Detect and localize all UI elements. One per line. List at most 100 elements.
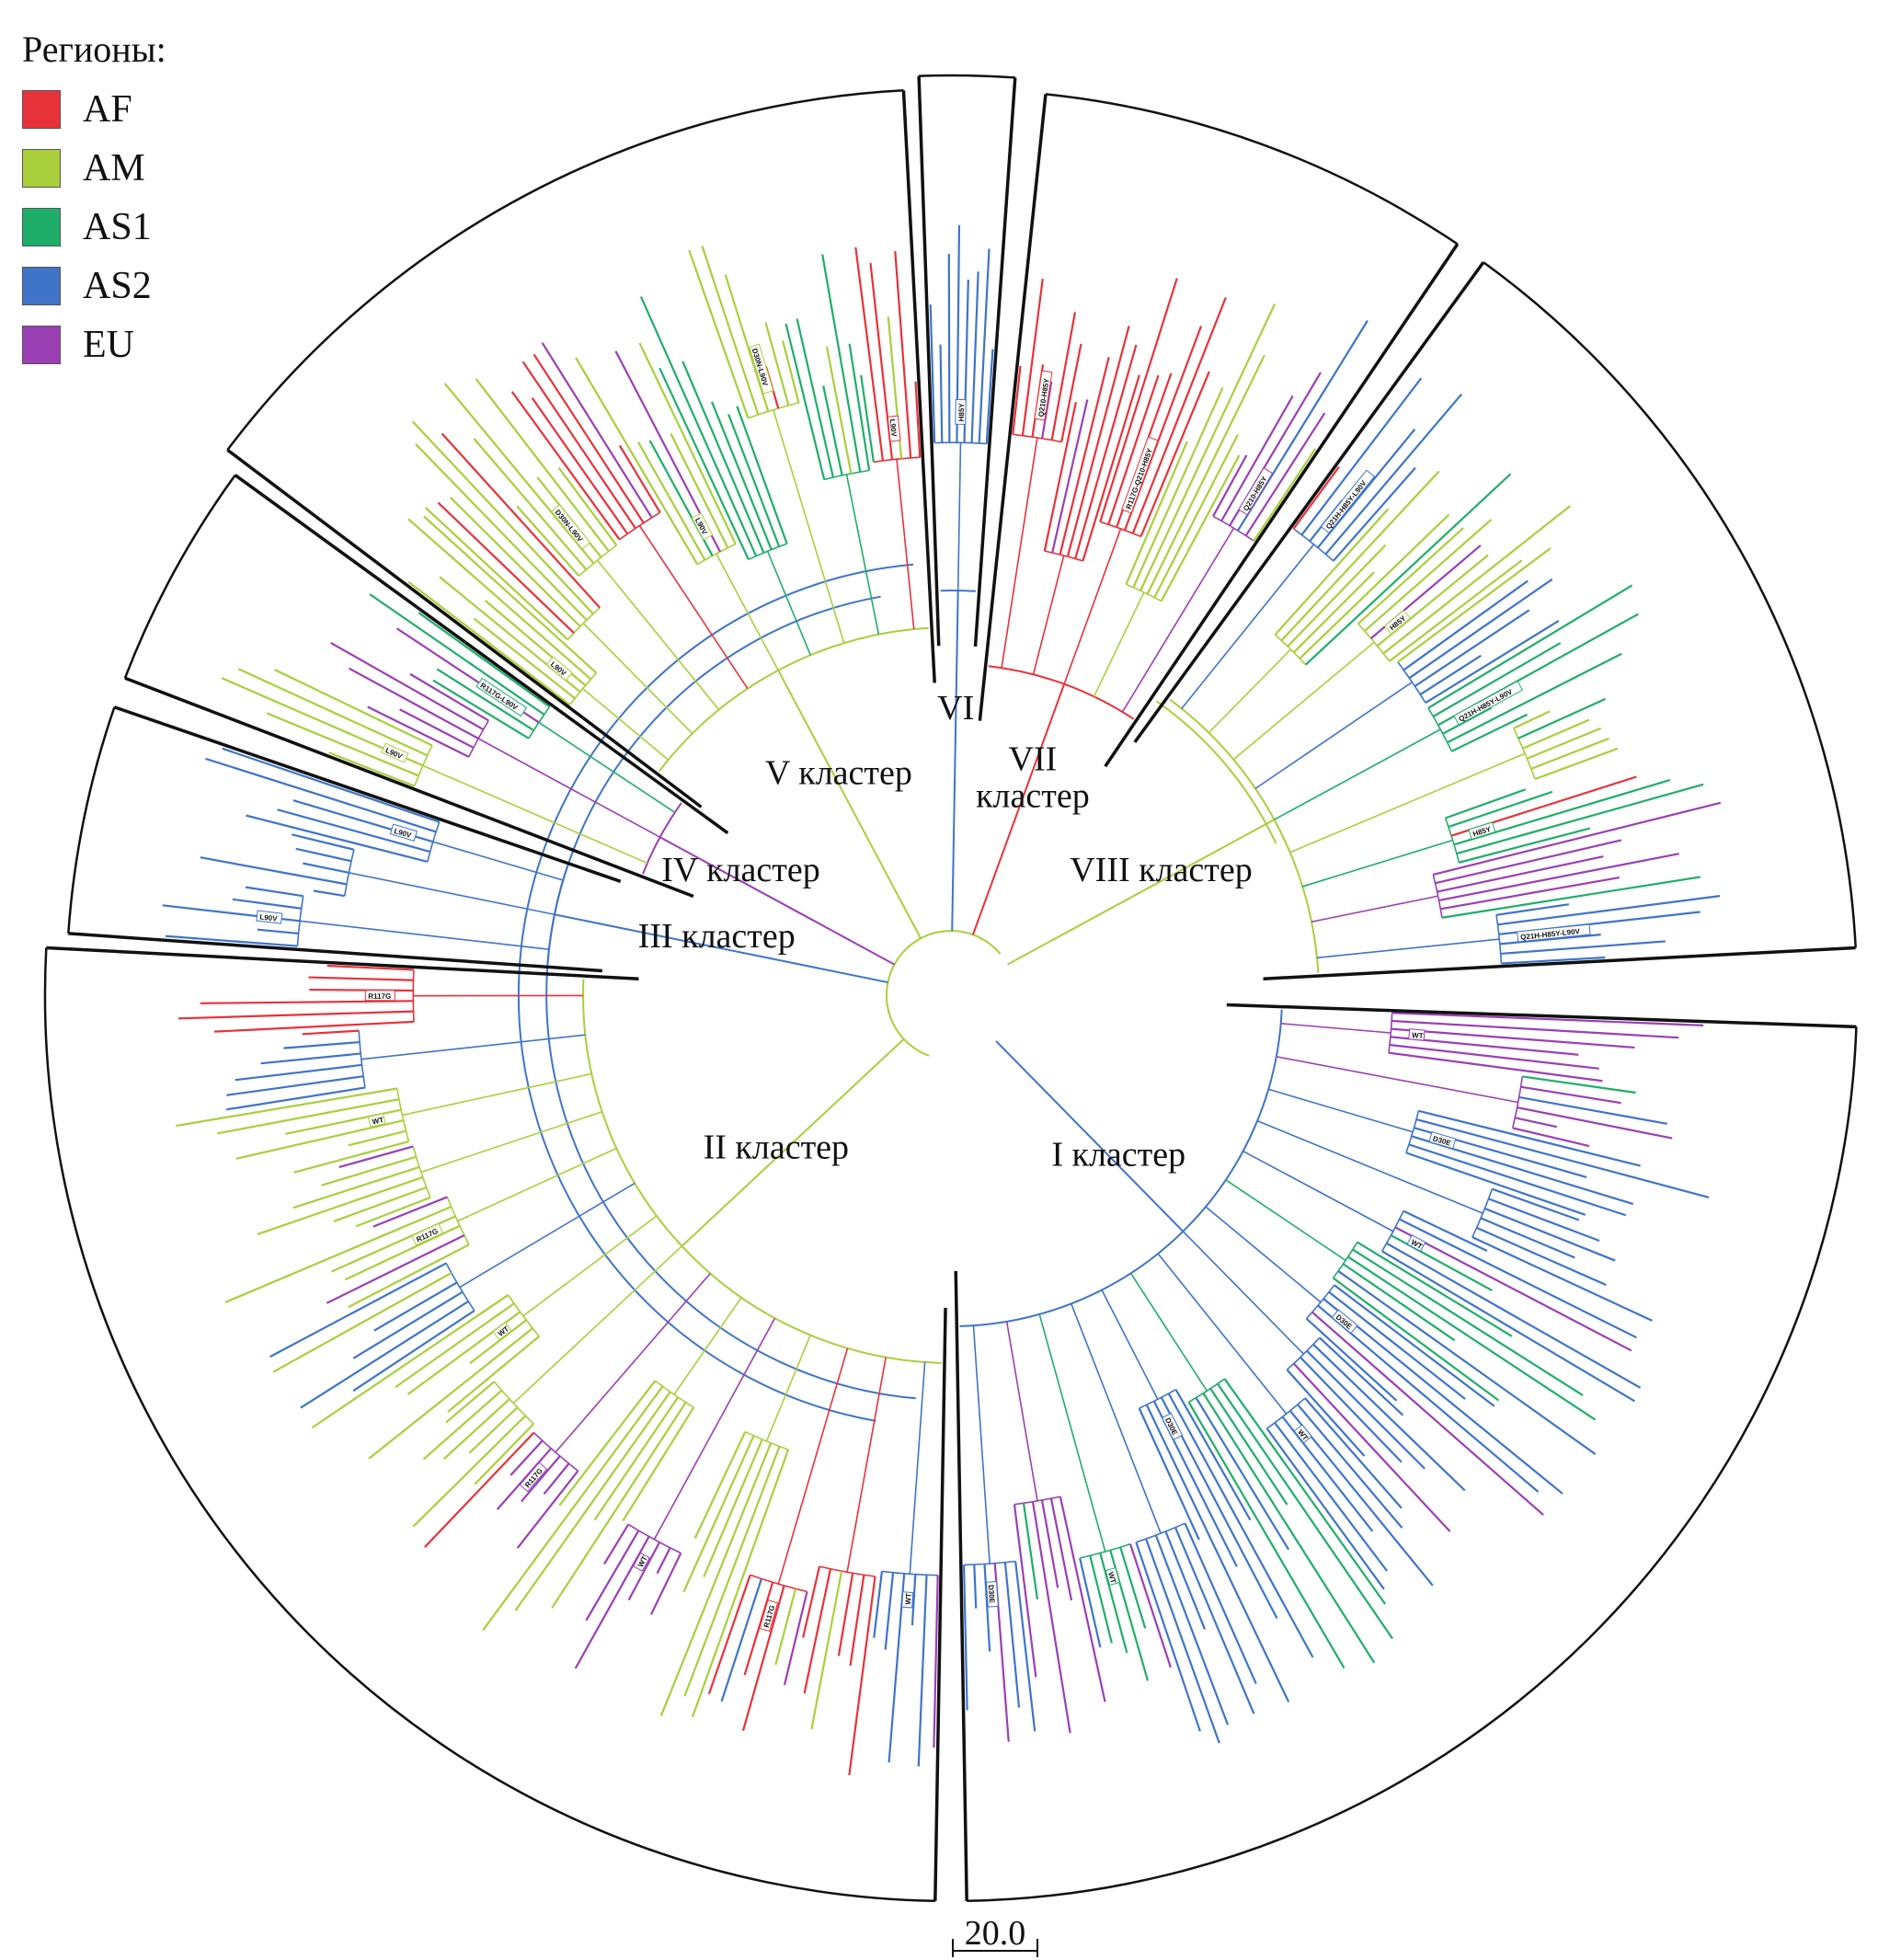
tip-branch — [1382, 505, 1572, 655]
subclade-stem — [582, 623, 693, 735]
tip-branch — [707, 1575, 751, 1695]
tip-branch — [1306, 1349, 1426, 1470]
tip-branch — [638, 342, 737, 544]
tip-branch — [1438, 853, 1679, 902]
tip-branch — [274, 669, 433, 747]
cluster-divider — [973, 77, 1017, 648]
mutation-tag-box — [492, 1322, 512, 1341]
tip-branch — [574, 1536, 650, 1669]
mutation-tag-box — [985, 1581, 999, 1608]
mutation-tag-box — [749, 343, 774, 395]
mutation-tag-box — [1293, 1424, 1312, 1444]
tip-branch — [1003, 1562, 1021, 1708]
cluster-divider — [46, 946, 639, 980]
legend-swatch-am — [22, 149, 61, 188]
tip-branch — [848, 1576, 876, 1775]
tip-branch — [521, 361, 636, 530]
subclade-stem — [1181, 544, 1315, 709]
tip-branch — [1390, 1234, 1493, 1292]
tip-branch — [622, 1406, 695, 1522]
mutation-tag-box — [367, 1113, 386, 1128]
tip-branch — [176, 1087, 397, 1128]
tip-branch — [1184, 1522, 1257, 1685]
tip-branch — [1220, 395, 1294, 522]
subclade-stem — [1093, 591, 1145, 697]
mutation-tag-label: L90V — [259, 912, 279, 923]
tip-branch — [1167, 1393, 1314, 1658]
cluster-divider — [1133, 261, 1485, 743]
mutation-tag: D30E — [985, 1581, 999, 1608]
subclade-stem — [1129, 1272, 1208, 1392]
tip-branch — [1522, 1075, 1636, 1095]
subclade-stem — [1157, 1253, 1288, 1415]
subclade-stem — [1289, 752, 1526, 854]
subclade-stem — [845, 474, 880, 635]
tip-branch — [1293, 571, 1375, 654]
tip-branch — [1441, 876, 1701, 919]
tip-branch — [741, 1585, 785, 1731]
legend-title: Регионы: — [22, 29, 166, 70]
tip-branch — [929, 304, 936, 443]
tip-branch — [656, 1547, 671, 1575]
tip-branch — [1288, 1410, 1434, 1587]
tip-branch — [300, 1300, 469, 1409]
tip-branch — [1347, 1255, 1597, 1421]
subclade-arc — [1266, 1397, 1306, 1429]
tip-branch — [947, 254, 951, 443]
tip-branch — [1512, 1127, 1590, 1148]
tip-branch — [213, 1020, 415, 1033]
backbone-arc — [517, 563, 914, 1422]
tip-branch — [736, 406, 788, 544]
tip-branch — [1403, 579, 1529, 671]
tip-branch — [1520, 1085, 1621, 1105]
mutation-tag-label: WT — [1106, 1571, 1117, 1584]
mutation-tag-box — [887, 415, 901, 442]
subclade-stem — [432, 841, 564, 881]
legend-label-af: AF — [83, 88, 132, 131]
tip-branch — [283, 1040, 361, 1049]
tip-branch — [355, 1196, 431, 1228]
cluster-divider — [234, 474, 729, 835]
tip-branch — [1357, 527, 1464, 625]
subclade-stem — [638, 525, 749, 690]
subclade-stem — [1225, 1179, 1346, 1262]
cluster-divider — [113, 705, 622, 883]
tip-branch — [338, 1145, 414, 1169]
cluster-label-vi: VI — [937, 689, 974, 728]
tip-branch — [1049, 1497, 1073, 1601]
subclade-stem — [896, 459, 915, 630]
legend-label-as1: AS1 — [83, 206, 152, 248]
tip-branch — [688, 249, 750, 418]
tip-branch — [1274, 508, 1390, 636]
subclade-arc — [412, 1146, 431, 1198]
cluster-label-viii: VIII кластер — [1070, 851, 1253, 889]
tip-branch — [724, 274, 770, 412]
subclade-stem — [1316, 938, 1500, 959]
tip-branch — [1312, 1343, 1466, 1492]
mutation-tag-label: WT — [372, 1116, 384, 1126]
cluster-arc — [1169, 698, 1320, 973]
subclade-arc — [1286, 1336, 1321, 1370]
subclade-stem — [422, 764, 648, 865]
tip-branch — [1236, 320, 1368, 532]
tip-branch — [531, 397, 629, 535]
tip-branch — [309, 988, 414, 992]
tip-branch — [352, 1290, 464, 1359]
tip-branch — [510, 1439, 544, 1476]
tip-branch — [1316, 429, 1416, 549]
tip-branch — [302, 1029, 360, 1036]
scale-bar-label: 20.0 — [965, 1914, 1026, 1953]
tip-branch — [649, 1553, 682, 1615]
tip-branch — [1337, 1270, 1597, 1456]
mutation-tag-box — [1517, 923, 1591, 943]
tip-branch — [983, 1564, 991, 1652]
tip-branch — [1342, 1263, 1456, 1342]
tip-branch — [1139, 371, 1210, 537]
mutation-tag-label: D30E — [987, 1585, 996, 1604]
tip-branch — [825, 346, 853, 475]
cluster-arc — [959, 1009, 1283, 1327]
tip-branch — [1299, 513, 1450, 659]
tip-branch — [475, 378, 610, 552]
subclade-stem — [673, 1297, 742, 1395]
tip-branch — [178, 1010, 414, 1020]
